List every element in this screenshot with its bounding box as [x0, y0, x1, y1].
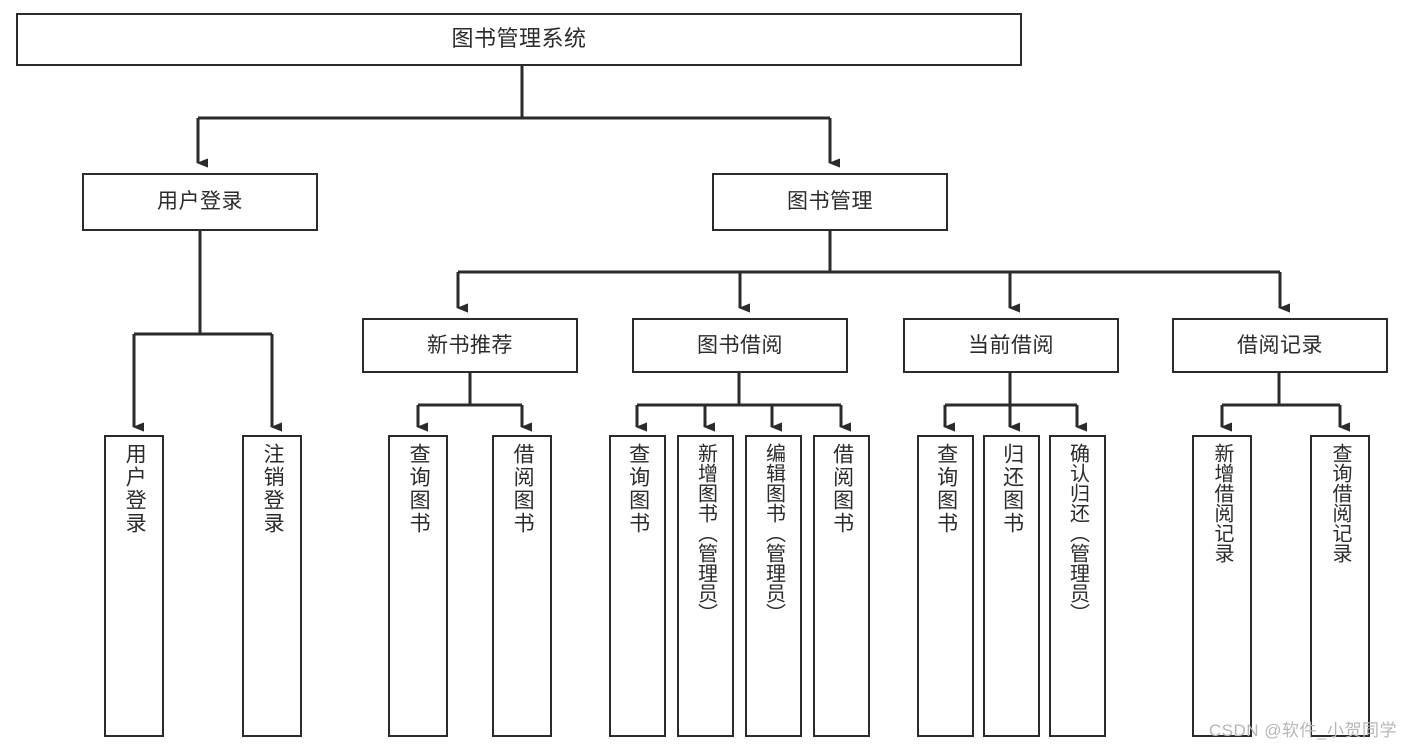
node-leaf-query-book-3-label: 查询图书: [934, 443, 958, 535]
node-user-login-label: 用户登录: [157, 190, 243, 214]
node-leaf-query-record[interactable]: 查询借阅记录: [1310, 435, 1370, 737]
node-leaf-edit-book-label: 编辑图书（管理员）: [762, 443, 785, 623]
node-leaf-borrow-book-2-label: 借阅图书: [830, 443, 854, 535]
node-new-book-recommend[interactable]: 新书推荐: [362, 318, 578, 373]
node-leaf-add-record-label: 新增借阅记录: [1211, 443, 1233, 563]
node-leaf-user-login[interactable]: 用户登录: [104, 435, 164, 737]
node-borrow-record-label: 借阅记录: [1237, 333, 1323, 357]
node-leaf-query-book-3[interactable]: 查询图书: [917, 435, 974, 737]
node-leaf-logout-login[interactable]: 注销登录: [242, 435, 302, 737]
node-new-book-recommend-label: 新书推荐: [427, 333, 513, 357]
node-leaf-borrow-book-1[interactable]: 借阅图书: [492, 435, 552, 737]
node-book-manage-label: 图书管理: [787, 190, 873, 214]
node-leaf-add-record[interactable]: 新增借阅记录: [1192, 435, 1252, 737]
node-leaf-return-book[interactable]: 归还图书: [983, 435, 1040, 737]
node-leaf-borrow-book-2[interactable]: 借阅图书: [813, 435, 870, 737]
node-root[interactable]: 图书管理系统: [16, 13, 1022, 66]
node-book-manage[interactable]: 图书管理: [712, 173, 948, 231]
node-current-borrow[interactable]: 当前借阅: [903, 318, 1119, 373]
node-book-borrow[interactable]: 图书借阅: [632, 318, 848, 373]
node-user-login[interactable]: 用户登录: [82, 173, 318, 231]
node-borrow-record[interactable]: 借阅记录: [1172, 318, 1388, 373]
node-leaf-add-book[interactable]: 新增图书（管理员）: [677, 435, 734, 737]
node-leaf-logout-login-label: 注销登录: [261, 443, 285, 535]
node-leaf-user-login-label: 用户登录: [123, 443, 147, 535]
node-leaf-borrow-book-1-label: 借阅图书: [511, 443, 535, 535]
node-leaf-confirm-return-label: 确认归还（管理员）: [1066, 443, 1089, 623]
node-leaf-query-record-label: 查询借阅记录: [1329, 443, 1351, 563]
csdn-watermark: CSDN @软件_小贺同学: [1208, 721, 1397, 740]
node-leaf-query-book-2[interactable]: 查询图书: [609, 435, 666, 737]
node-book-borrow-label: 图书借阅: [697, 333, 783, 357]
node-root-label: 图书管理系统: [451, 26, 587, 52]
node-leaf-query-book-2-label: 查询图书: [626, 443, 650, 535]
node-current-borrow-label: 当前借阅: [968, 333, 1054, 357]
node-leaf-query-book-1[interactable]: 查询图书: [388, 435, 448, 737]
node-leaf-query-book-1-label: 查询图书: [407, 443, 431, 535]
node-leaf-confirm-return[interactable]: 确认归还（管理员）: [1049, 435, 1106, 737]
node-leaf-return-book-label: 归还图书: [1000, 443, 1024, 535]
node-leaf-add-book-label: 新增图书（管理员）: [694, 443, 717, 623]
node-leaf-edit-book[interactable]: 编辑图书（管理员）: [745, 435, 802, 737]
